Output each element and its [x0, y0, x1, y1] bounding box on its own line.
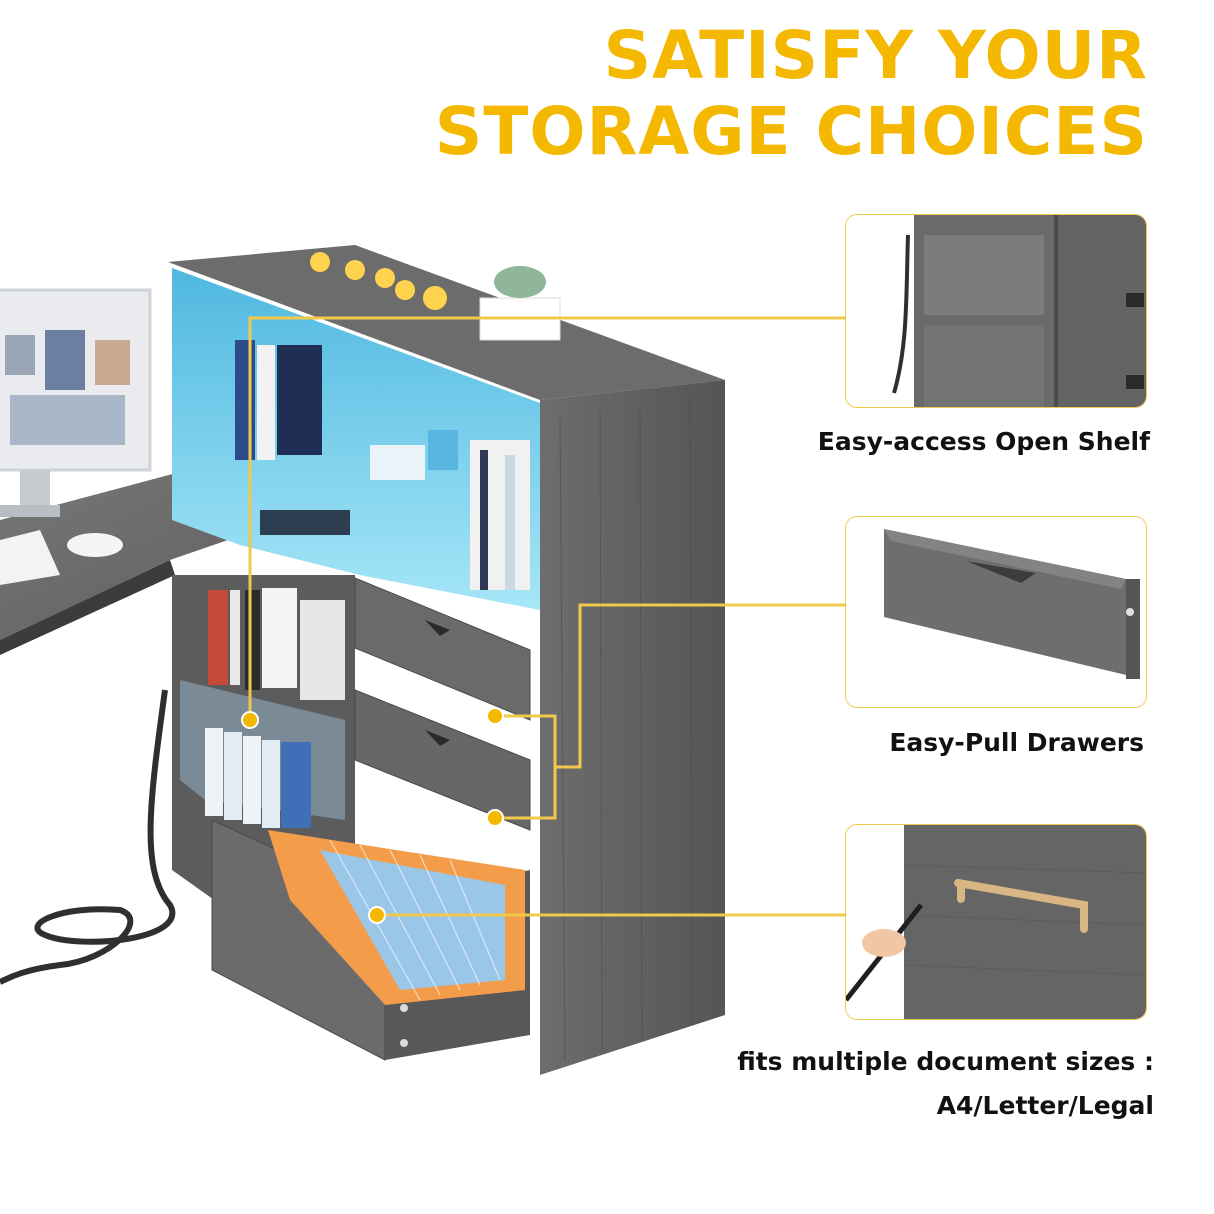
- inset-open-shelf: [845, 214, 1147, 408]
- inset-drawers: [845, 516, 1147, 708]
- headline-line-2: STORAGE CHOICES: [434, 93, 1148, 170]
- caption-file-drawer: fits multiple document sizes : A4/Letter…: [737, 1040, 1154, 1128]
- caption-file-drawer-line-2: A4/Letter/Legal: [936, 1091, 1154, 1120]
- drawer-top: [354, 577, 531, 721]
- monitor: [0, 288, 152, 517]
- keyboard: [0, 530, 60, 585]
- open-shelf-photo: [846, 215, 1146, 407]
- books-upper: [235, 340, 530, 590]
- duck-toys: [310, 252, 447, 310]
- headline-line-1: SATISFY YOUR: [603, 17, 1148, 94]
- mouse: [67, 533, 123, 557]
- caption-file-drawer-line-1: fits multiple document sizes :: [737, 1047, 1154, 1076]
- drawer-middle: [354, 689, 531, 831]
- power-cord: [0, 689, 176, 985]
- caption-drawers: Easy-Pull Drawers: [889, 728, 1144, 757]
- inset-file-drawer: [845, 824, 1147, 1020]
- plant-pot: [479, 266, 561, 341]
- handle-photo: [846, 825, 1146, 1019]
- headline: SATISFY YOUR STORAGE CHOICES: [435, 18, 1148, 170]
- desk-accessories: [260, 430, 458, 535]
- drawer-photo: [846, 517, 1146, 707]
- callout-dots: [241, 707, 504, 924]
- cabinet-top: [168, 245, 725, 400]
- file-drawer: [211, 819, 530, 1061]
- callout-lines: [248, 316, 845, 917]
- hanging-folders: [268, 830, 525, 1005]
- binders: [205, 728, 311, 828]
- caption-open-shelf: Easy-access Open Shelf: [817, 427, 1150, 456]
- cabinet-side: [540, 380, 725, 1075]
